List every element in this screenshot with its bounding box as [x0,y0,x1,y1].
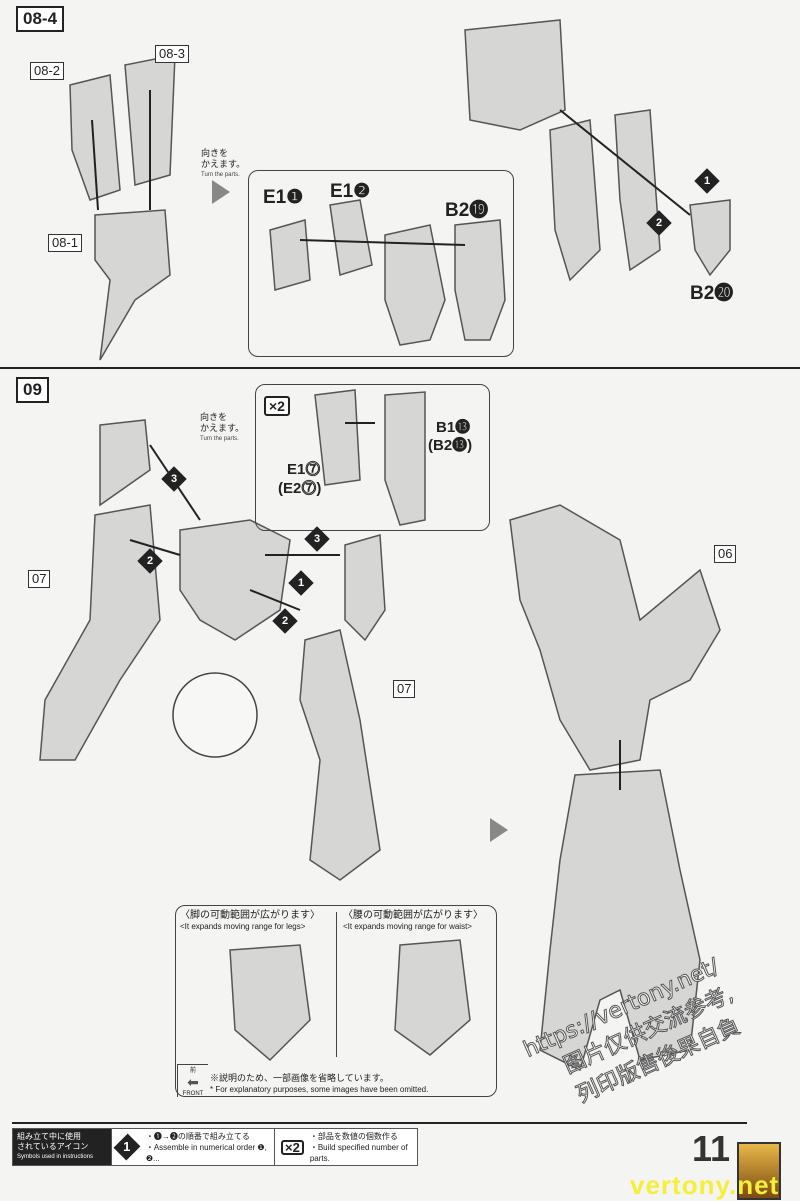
turn-note-09: 向きを かえます。 Turn the parts. [200,412,244,445]
callout-07-left: 07 [28,570,51,588]
turn-note-jp1: 向きを [201,148,229,158]
inset-box-08-4 [248,170,514,357]
symbols-legend: 組み立て中に使用 されているアイコン Symbols used in instr… [12,1128,418,1166]
front-arrow-icon: ⬅ [187,1074,199,1090]
order-icon: 1 [113,1133,141,1161]
step-label-09: 09 [16,377,49,403]
marker-number: 1 [297,577,305,589]
turn-note-jp1: 向きを [200,412,228,422]
callout-08-2: 08-2 [30,62,65,80]
omission-note: ※説明のため、一部画像を省略しています。 * For explanatory p… [210,1073,428,1095]
waist-jp: 〈腰の可動範囲が広がります〉 [343,910,483,921]
callout-06: 06 [714,545,737,563]
legend-title-en: Symbols used in instructions [17,1154,94,1160]
callout-08-1: 08-1 [48,234,83,252]
order-en: ・Assemble in numerical order ❶, ❷... [145,1142,267,1163]
marker-number: 3 [170,473,178,485]
turn-note-jp2: かえます。 [201,159,246,169]
gimmick-legs: 〈脚の可動範囲が広がります〉 <It expands moving range … [180,910,320,932]
inset-divider [336,912,337,1057]
next-arrow-icon [490,818,508,842]
gimmick-waist: 〈腰の可動範囲が広がります〉 <It expands moving range … [343,910,483,932]
legs-jp: 〈脚の可動範囲が広がります〉 [180,910,320,921]
gimmick-inset [175,905,497,1097]
marker-number: 3 [313,533,321,545]
part-label-e1-2: E1❷ [330,181,371,202]
watermark-site: vertony.net [630,1170,780,1200]
front-en: FRONT [182,1091,204,1097]
callout-08-3: 08-3 [155,45,190,63]
legend-title: 組み立て中に使用 されているアイコン Symbols used in instr… [13,1129,111,1165]
turn-note: 向きを かえます。 Turn the parts. [201,148,245,181]
front-indicator: 前 ⬅ FRONT [177,1064,208,1097]
omit-en: * For explanatory purposes, some images … [210,1085,429,1094]
multiplier-x2-icon: ×2 [264,396,290,416]
footer-rule [12,1122,747,1124]
legend-quantity: ×2 ・部品を数値の個数作る・Build specified number of… [274,1129,417,1165]
quantity-jp: ・部品を数値の個数作る [309,1131,398,1141]
callout-07-right: 07 [393,680,416,698]
turn-note-jp2: かえます。 [200,423,245,433]
step-label-08-4: 08-4 [16,6,65,32]
inset-box-09 [255,384,490,531]
waist-en: <It expands moving range for waist> [343,922,472,931]
part-label-b2-20: B2⓴ [690,283,734,304]
turn-note-en: Turn the parts. [201,172,240,178]
part-label-e2-7: (E2⓻) [278,480,322,497]
part-08-1-drawing [94,209,171,361]
part-label-e1-1: E1❶ [263,187,304,208]
legend-title-jp1: 組み立て中に使用 [17,1132,81,1141]
part-label-b1-13: B1⓭ [436,419,471,436]
part-label-b2-19: B2⓳ [445,200,489,221]
turn-note-en: Turn the parts. [200,436,239,442]
order-icon-number: 1 [123,1139,131,1154]
part-label-b2-13: (B2⓭) [428,437,473,454]
order-jp: ・❶→❷の順番で組み立てる [145,1131,250,1141]
omit-jp: ※説明のため、一部画像を省略しています。 [210,1073,389,1083]
marker-number: 1 [703,175,711,187]
vertony-logo [737,1142,781,1200]
marker-number: 2 [146,555,154,567]
section-divider [0,367,800,369]
marker-number: 2 [281,615,289,627]
quantity-icon: ×2 [281,1139,304,1155]
page-number: 11 [692,1128,731,1169]
turn-arrow-icon [212,180,230,204]
part-label-e1-7: E1⓻ [287,461,321,478]
marker-number: 2 [655,217,663,229]
legend-title-jp2: されているアイコン [17,1142,89,1151]
legs-en: <It expands moving range for legs> [180,922,306,931]
front-jp: 前 [189,1068,196,1074]
quantity-en: ・Build specified number of parts. [309,1142,408,1163]
part-08-2-drawing [69,74,121,201]
legend-order: 1 ・❶→❷の順番で組み立てる・Assemble in numerical or… [111,1129,274,1165]
